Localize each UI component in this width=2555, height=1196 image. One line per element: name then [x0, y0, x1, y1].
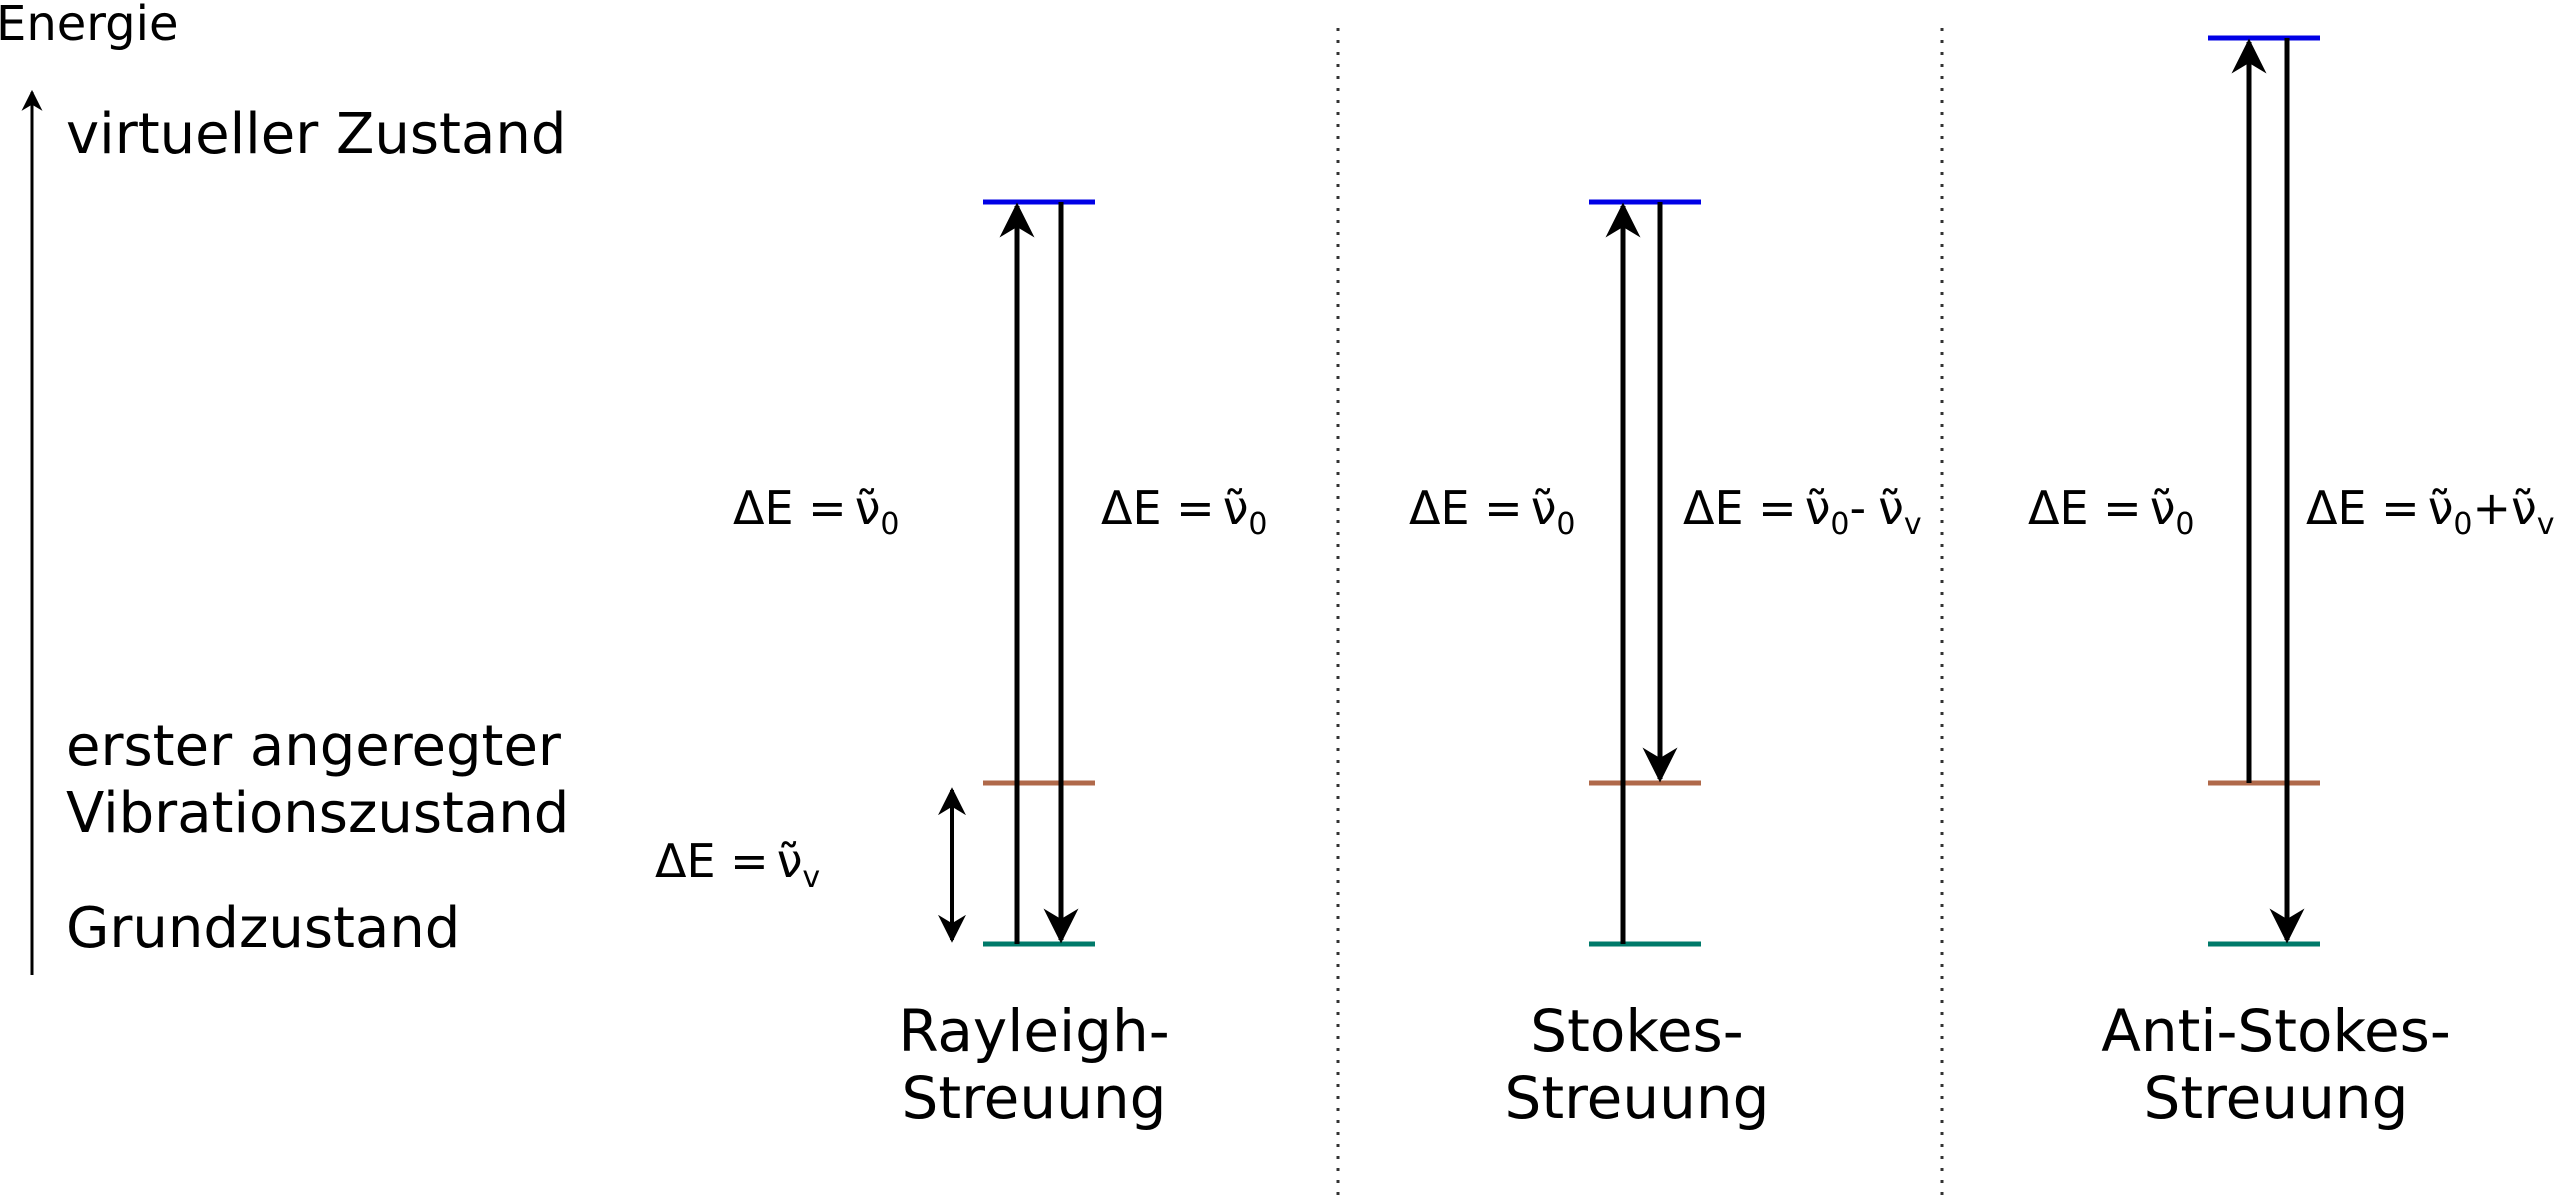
panel-caption-line1: Stokes-: [1530, 997, 1743, 1065]
panel-caption-line2: Streuung: [2144, 1064, 2409, 1132]
panel-caption-line2: Streuung: [1505, 1064, 1770, 1132]
legend-vibrational-state-line2: Vibrationszustand: [66, 781, 569, 846]
panel-anti-stokes: ΔE =ν̃0 ΔE =ν̃0+ν̃v Anti-Stokes- Streuun…: [2028, 35, 2555, 1132]
legend-ground-state: Grundzustand: [66, 896, 460, 961]
panel-caption-line2: Streuung: [902, 1064, 1167, 1132]
emission-energy-label: ΔE =ν̃0+ν̃v: [2306, 481, 2555, 542]
legend-vibrational-state-line1: erster angeregter: [66, 714, 562, 779]
panel-stokes: ΔE =ν̃0 ΔE =ν̃0-ν̃v Stokes- Streuung: [1409, 199, 1922, 1132]
legend-virtual-state: virtueller Zustand: [66, 102, 566, 167]
emission-energy-label: ΔE =ν̃0: [1101, 481, 1268, 542]
panel-rayleigh: ΔE =ν̃0 ΔE =ν̃0 ΔE =ν̃v Rayleigh- Streuu…: [655, 199, 1268, 1132]
energy-axis-label: Energie: [0, 0, 179, 52]
excitation-energy-label: ΔE =ν̃0: [2028, 481, 2195, 542]
excitation-energy-label: ΔE =ν̃0: [733, 481, 900, 542]
emission-energy-label: ΔE =ν̃0-ν̃v: [1683, 481, 1922, 542]
panel-caption-line1: Rayleigh-: [898, 997, 1169, 1065]
excitation-energy-label: ΔE =ν̃0: [1409, 481, 1576, 542]
vibrational-gap-label: ΔE =ν̃v: [655, 834, 820, 895]
panel-caption-line1: Anti-Stokes-: [2101, 997, 2451, 1065]
